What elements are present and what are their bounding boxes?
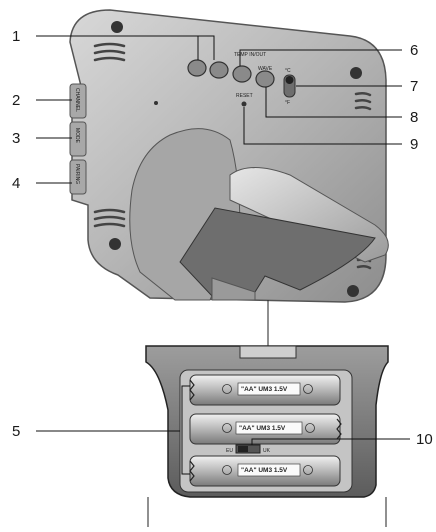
battery-1: "AA" UM3 1.5V	[189, 374, 341, 406]
side-label-pairing: PAIRING	[74, 164, 80, 184]
battery-2: "AA" UM3 1.5V	[189, 413, 341, 445]
callout-10: 10	[416, 431, 433, 448]
battery-1-label: "AA" UM3 1.5V	[241, 386, 288, 393]
battery-compartment: "AA" UM3 1.5V "AA" UM3 1.5V EU UK "AA" U…	[145, 345, 389, 527]
callout-2: 2	[12, 92, 20, 109]
leader-lines	[36, 35, 410, 445]
fahrenheit-label: °F	[285, 100, 290, 106]
callout-7: 7	[410, 78, 418, 95]
callout-4: 4	[12, 175, 20, 192]
callout-5: 5	[12, 423, 20, 440]
callout-numbers: 1 2 3 4 5 6 7 8 9 10	[12, 28, 433, 448]
wave-label: WAVE	[258, 66, 273, 72]
celsius-label: °C	[285, 68, 291, 74]
region-switch: EU UK	[226, 444, 271, 454]
switch-eu-label: EU	[226, 448, 233, 454]
side-label-mode: MODE	[74, 128, 80, 144]
top-buttons	[187, 59, 275, 107]
temp-label: TEMP IN/OUT	[234, 52, 266, 58]
side-label-channel: CHANNEL	[74, 88, 80, 112]
callout-3: 3	[12, 130, 20, 147]
switch-uk-label: UK	[263, 448, 271, 454]
battery-3: "AA" UM3 1.5V	[189, 455, 341, 487]
stand	[129, 128, 389, 301]
callout-1: 1	[12, 28, 20, 45]
callout-8: 8	[410, 109, 418, 126]
callout-6: 6	[410, 42, 418, 59]
reset-label: RESET	[236, 93, 253, 99]
battery-3-label: "AA" UM3 1.5V	[241, 467, 288, 474]
battery-2-label: "AA" UM3 1.5V	[239, 425, 286, 432]
callout-9: 9	[410, 136, 418, 153]
